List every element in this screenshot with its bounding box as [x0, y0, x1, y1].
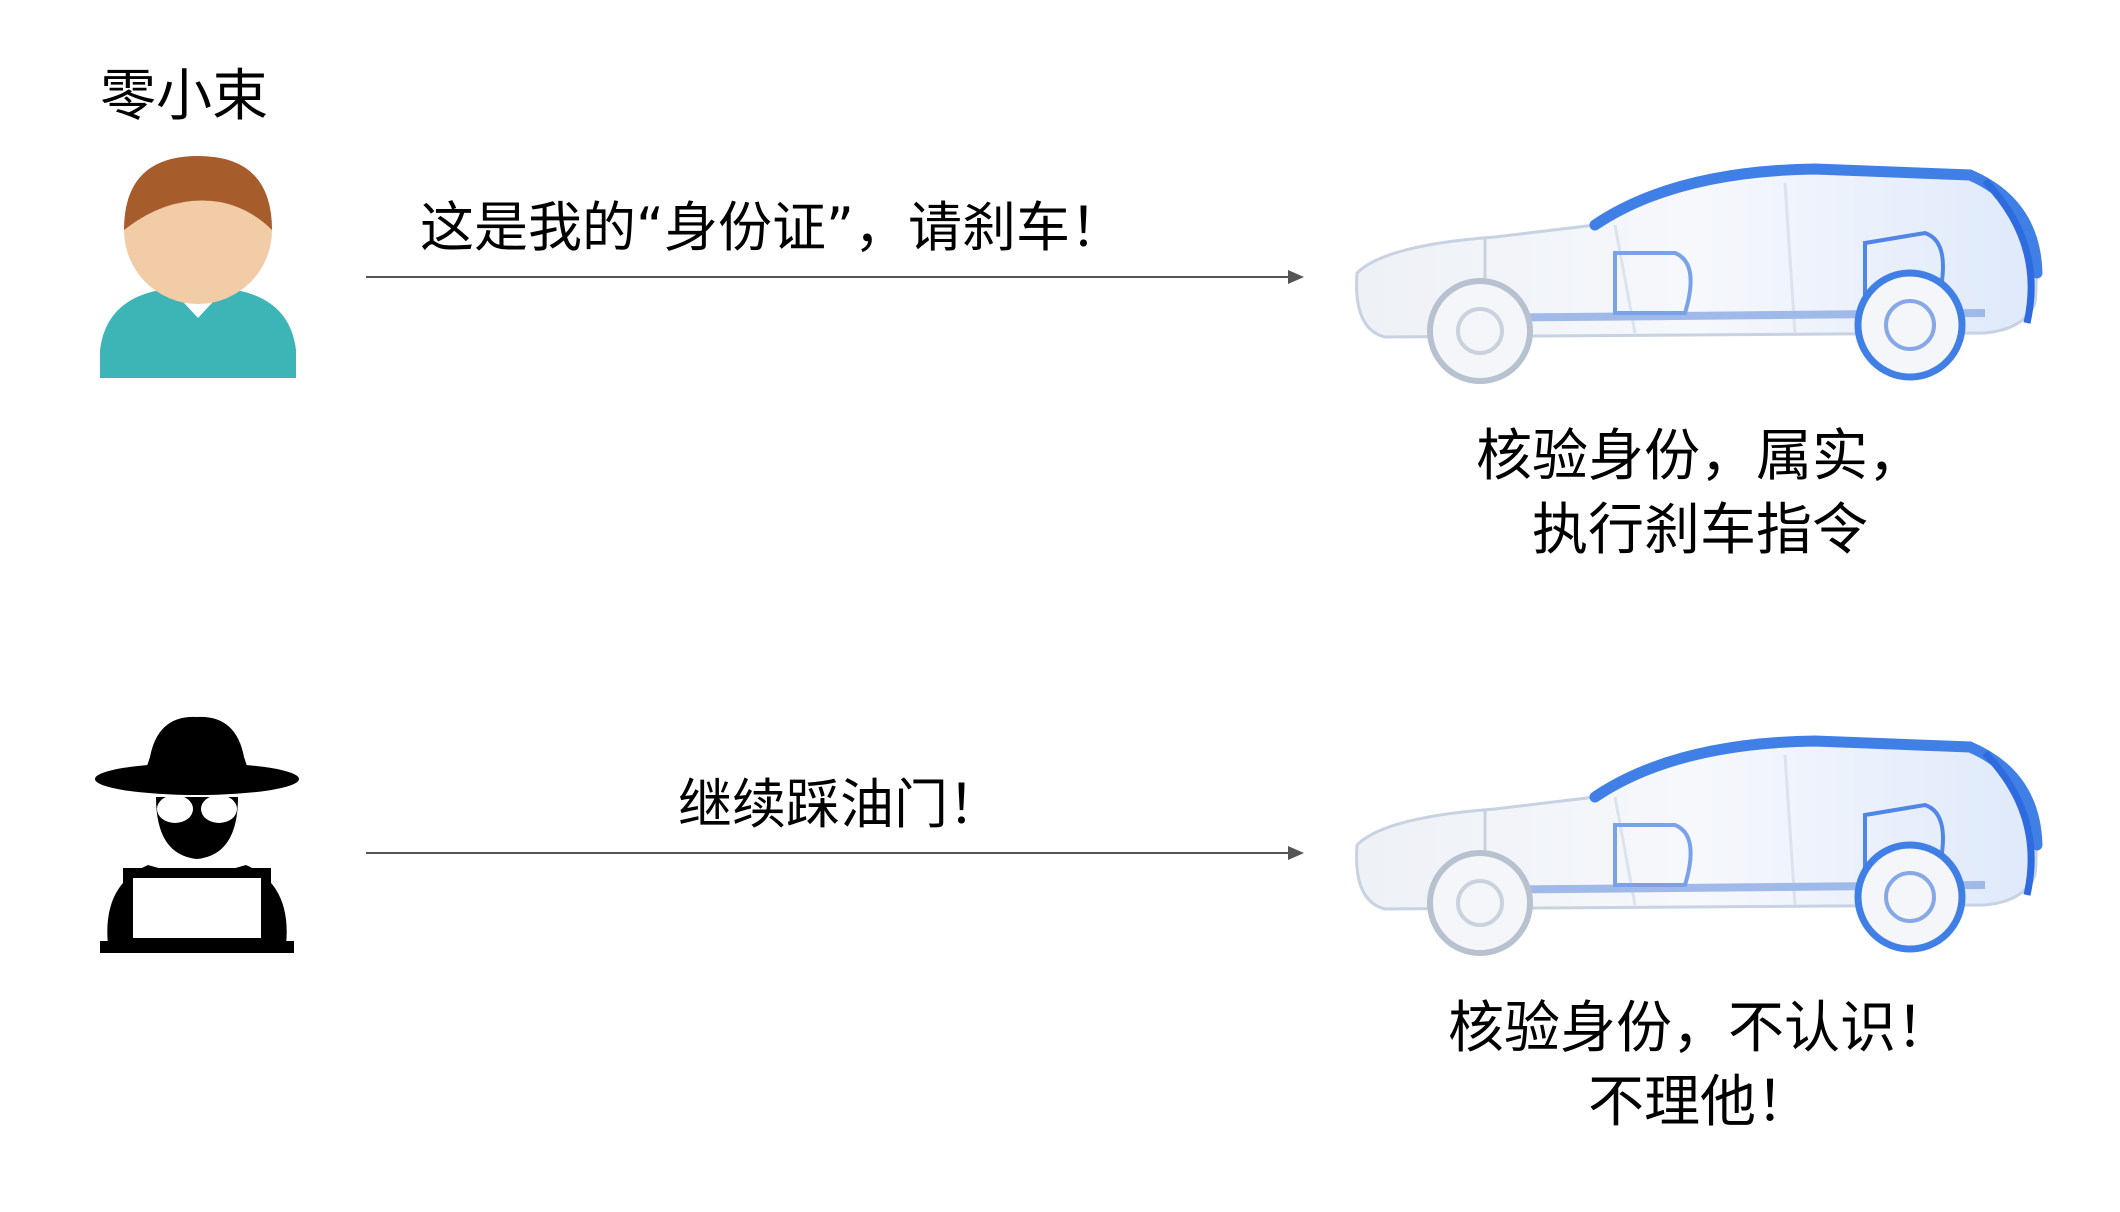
user-name-label: 零小束 — [100, 64, 268, 129]
result-line: 不理他！ — [1588, 1070, 1812, 1135]
laptop-screen — [123, 868, 271, 948]
person-icon — [100, 156, 296, 378]
car-icon — [1355, 735, 2043, 956]
result-text-rejected: 核验身份，不认识！ 不理他！ — [1400, 992, 2000, 1140]
message-brake: 这是我的“身份证”，请刹车！ — [420, 196, 1124, 259]
hat-brim — [95, 763, 299, 795]
laptop-base — [100, 941, 294, 953]
hat-crown — [144, 716, 250, 775]
result-text-accepted: 核验身份，属实， 执行刹车指令 — [1400, 420, 2000, 568]
left-lens — [157, 795, 193, 823]
car-icon — [1355, 163, 2043, 384]
right-lens — [201, 795, 237, 823]
message-accelerate: 继续踩油门！ — [678, 773, 1002, 836]
result-line: 核验身份，属实， — [1476, 424, 1924, 489]
hair — [124, 156, 272, 230]
arrow-right-icon — [366, 846, 1304, 860]
result-line: 核验身份，不认识！ — [1448, 996, 1952, 1061]
hacker-icon — [95, 716, 299, 953]
shirt — [100, 290, 296, 378]
result-line: 执行刹车指令 — [1532, 498, 1868, 563]
arrow-right-icon — [366, 270, 1304, 284]
